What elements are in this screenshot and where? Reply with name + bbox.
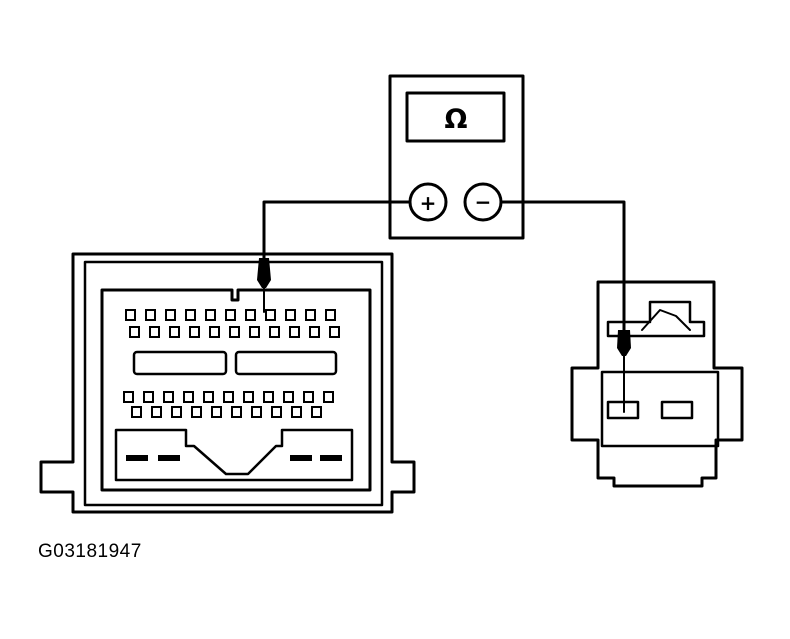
negative-terminal-label: − xyxy=(475,190,492,214)
ohmmeter-body xyxy=(388,74,525,240)
sensor-connector-inner xyxy=(600,370,720,448)
ohmmeter: Ω + − xyxy=(388,74,525,240)
ecu-guide-slot-left xyxy=(132,350,228,376)
figure-id: G03181947 xyxy=(38,541,142,562)
positive-lead-wire xyxy=(262,200,412,260)
ecu-connector-housing xyxy=(100,288,372,492)
ecu-guide-slot-right xyxy=(234,350,338,376)
sensor-connector-body xyxy=(570,280,744,488)
ohm-symbol: Ω xyxy=(445,104,468,135)
ohmmeter-display xyxy=(405,91,506,143)
negative-lead-wire xyxy=(499,200,626,332)
sensor-lock-tab xyxy=(606,300,706,338)
negative-probe xyxy=(617,330,631,356)
ecu-power-terminal xyxy=(290,455,312,461)
ecu-power-terminal xyxy=(320,455,342,461)
ecu-connector-outer-shell xyxy=(39,252,416,514)
sensor-connector xyxy=(570,280,744,488)
positive-terminal-label: + xyxy=(420,191,437,215)
sensor-terminal xyxy=(606,400,640,420)
positive-probe xyxy=(257,258,271,288)
ecu-power-terminal xyxy=(126,455,148,461)
ecu-power-terminal xyxy=(158,455,180,461)
sensor-terminal xyxy=(660,400,694,420)
sensor-lock-tab-detail xyxy=(641,309,691,331)
ecu-pin-row-2 xyxy=(129,326,340,338)
ecu-pin-row-1 xyxy=(125,309,336,321)
ecu-lower-bay xyxy=(114,428,354,482)
test-leads xyxy=(257,200,631,413)
ecu-connector xyxy=(39,252,416,514)
ecu-pin-row-4 xyxy=(131,406,322,418)
ecu-connector-inner-shell xyxy=(83,260,384,507)
ecu-pin-row-3 xyxy=(123,391,334,403)
